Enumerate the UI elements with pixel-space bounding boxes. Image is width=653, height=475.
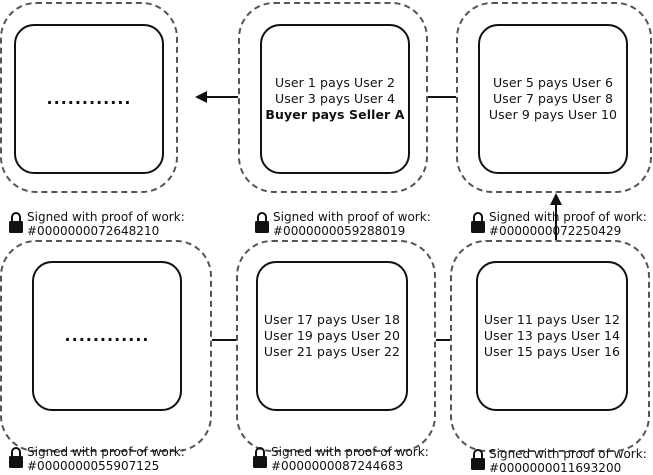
transaction-line: User 7 pays User 8 [492,91,614,106]
transaction-line: Buyer pays Seller A [265,107,405,122]
transaction-line: User 15 pays User 16 [483,344,621,359]
signature-text: Signed with proof of work:#0000000072648… [27,210,185,238]
transaction-line: User 3 pays User 4 [274,91,396,106]
ellipsis: ............ [46,89,132,108]
signature-1: Signed with proof of work:#0000000072648… [8,210,185,238]
transaction-line: User 5 pays User 6 [492,75,614,90]
transaction-line: User 11 pays User 12 [483,312,621,327]
signature-4: Signed with proof of work:#0000000055907… [8,445,185,473]
transaction-line: User 1 pays User 2 [274,75,396,90]
signature-label: Signed with proof of work: [27,210,185,224]
transaction-line: User 19 pays User 20 [263,328,401,343]
signature-text: Signed with proof of work:#0000000059288… [273,210,431,238]
signature-label: Signed with proof of work: [489,210,647,224]
signature-hash: #0000000072250429 [489,224,622,238]
padlock-icon [8,445,27,473]
signature-label: Signed with proof of work: [271,445,429,459]
signature-hash: #0000000059288019 [273,224,406,238]
signature-3: Signed with proof of work:#0000000072250… [470,210,647,238]
signature-label: Signed with proof of work: [27,445,185,459]
signature-5: Signed with proof of work:#0000000087244… [252,445,429,473]
padlock-icon [252,445,271,473]
signature-6: Signed with proof of work:#0000000011693… [470,447,647,475]
ellipsis: ............ [64,326,150,345]
padlock-icon [254,210,273,238]
signature-label: Signed with proof of work: [273,210,431,224]
signature-text: Signed with proof of work:#0000000055907… [27,445,185,473]
transaction-line: User 13 pays User 14 [483,328,621,343]
block-1: ............ [14,24,164,174]
transaction-line: User 21 pays User 22 [263,344,401,359]
signature-hash: #0000000087244683 [271,459,404,473]
padlock-icon [470,447,489,475]
signature-text: Signed with proof of work:#0000000072250… [489,210,647,238]
signature-text: Signed with proof of work:#0000000087244… [271,445,429,473]
signature-text: Signed with proof of work:#0000000011693… [489,447,647,475]
transaction-line: User 9 pays User 10 [488,107,618,122]
transaction-line: User 17 pays User 18 [263,312,401,327]
padlock-icon [8,210,27,238]
signature-2: Signed with proof of work:#0000000059288… [254,210,431,238]
signature-hash: #0000000072648210 [27,224,160,238]
signature-hash: #0000000011693200 [489,461,622,475]
block-4: ............ [32,261,182,411]
signature-label: Signed with proof of work: [489,447,647,461]
signature-hash: #0000000055907125 [27,459,160,473]
padlock-icon [470,210,489,238]
